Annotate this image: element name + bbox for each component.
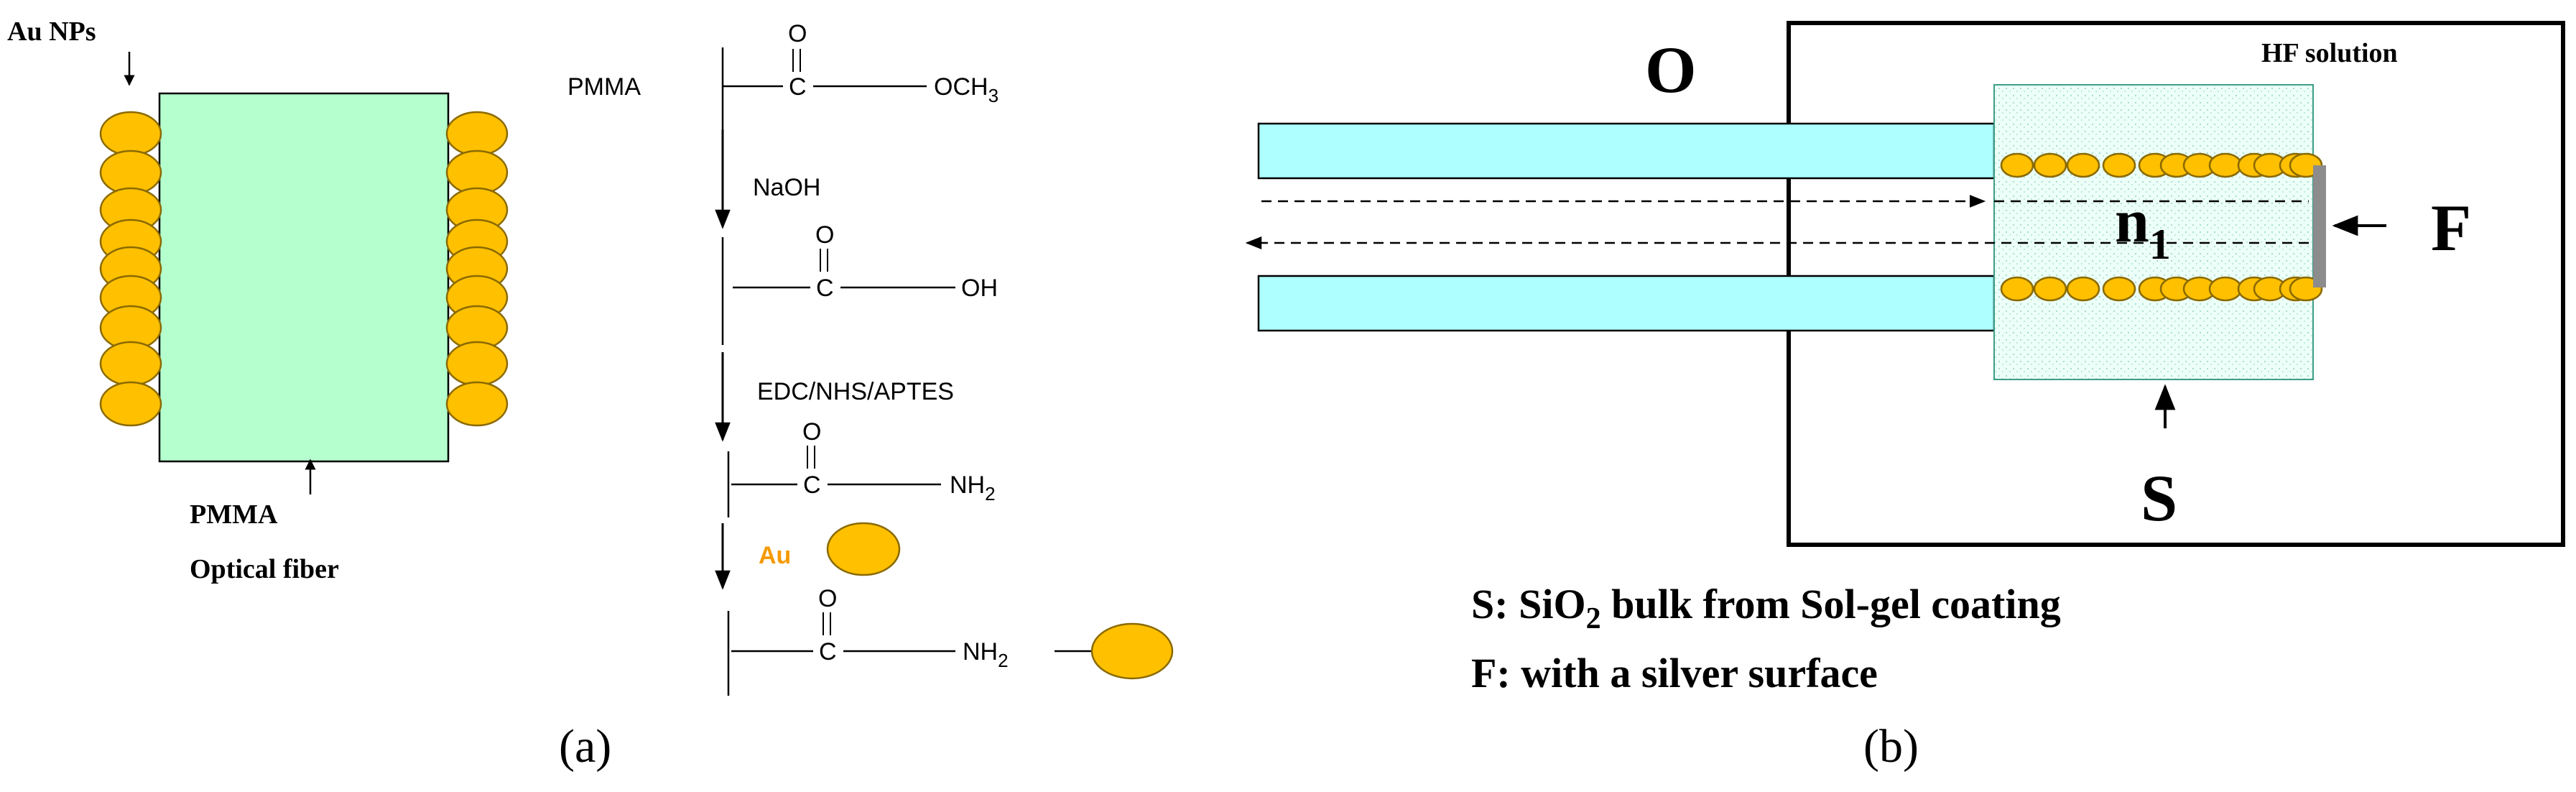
- panel-a: Au NPs PMMA Optical fiber (a): [7, 17, 611, 773]
- au-nanoparticle: [445, 341, 509, 387]
- step4-group: NH2: [963, 638, 1009, 671]
- au-nanoparticle: [2033, 276, 2067, 302]
- reagent-au-label: Au: [759, 542, 791, 569]
- step1-carbon: C: [789, 73, 807, 101]
- au-np-row-top: [2000, 152, 2323, 178]
- step3-oxygen: O: [802, 418, 821, 446]
- au-nanoparticle: [2208, 276, 2243, 302]
- step4-carbon: C: [819, 638, 837, 666]
- s-label: S: [2141, 461, 2177, 535]
- panel-a-caption: (a): [559, 720, 611, 773]
- au-nanoparticle: [445, 111, 509, 157]
- sol-gel-sio2-region: [1993, 84, 2314, 380]
- au-nanoparticle-bound: [1090, 622, 1174, 680]
- step2-oxygen: O: [815, 221, 834, 249]
- legend-f: F: with a silver surface: [1471, 650, 1878, 696]
- fiber-upper-cladding: [1257, 122, 1996, 180]
- au-nanoparticle: [99, 341, 162, 387]
- step2-carbon: C: [816, 275, 834, 302]
- au-nanoparticle: [2102, 152, 2136, 178]
- au-nanoparticle: [99, 111, 162, 157]
- au-nanoparticle: [2066, 276, 2100, 302]
- pmma-label: PMMA: [190, 499, 278, 530]
- au-nanoparticle: [99, 381, 162, 427]
- step3-group: NH2: [950, 471, 996, 505]
- au-np-column-right: [445, 111, 509, 427]
- au-nanoparticle: [2102, 276, 2136, 302]
- o-label: O: [1645, 33, 1697, 106]
- reagent-edc-nhs-aptes: EDC/NHS/APTES: [757, 378, 954, 405]
- step2-group: OH: [961, 275, 998, 302]
- step1-oxygen: O: [788, 20, 807, 47]
- step4-oxygen: O: [818, 585, 837, 612]
- au-nanoparticle: [2066, 152, 2100, 178]
- step1-group: OCH3: [934, 73, 999, 106]
- optical-fiber-label: Optical fiber: [190, 554, 339, 584]
- fiber-lower-cladding: [1257, 275, 1996, 332]
- au-nanoparticle: [2000, 152, 2034, 178]
- au-np-column-left: [99, 111, 162, 427]
- panel-b: HF solution n1 F O S S: SiO2 bulk from S…: [1245, 21, 2565, 773]
- pmma-fiber-core: [158, 92, 450, 463]
- hf-solution-label: HF solution: [2261, 38, 2398, 68]
- scheme-pmma-label: PMMA: [567, 73, 641, 101]
- step3-carbon: C: [803, 471, 821, 499]
- au-nanoparticle: [445, 381, 509, 427]
- silver-end-face: [2313, 165, 2326, 287]
- au-nanoparticle: [2208, 152, 2243, 178]
- f-label: F: [2431, 191, 2471, 264]
- au-nanoparticle-reagent: [826, 522, 901, 576]
- refractive-index-label: n1: [2115, 186, 2171, 268]
- au-nps-label: Au NPs: [7, 17, 96, 47]
- reagent-naoh: NaOH: [753, 174, 820, 201]
- au-nanoparticle: [2033, 152, 2067, 178]
- panel-b-caption: (b): [1863, 720, 1919, 773]
- au-nanoparticle: [2000, 276, 2034, 302]
- legend-s: S: SiO2 bulk from Sol-gel coating: [1471, 581, 2061, 635]
- reaction-scheme: PMMA C O OCH3 NaOH C O OH EDC/NHS/APTES …: [567, 20, 1174, 696]
- au-np-row-bottom: [2000, 276, 2323, 302]
